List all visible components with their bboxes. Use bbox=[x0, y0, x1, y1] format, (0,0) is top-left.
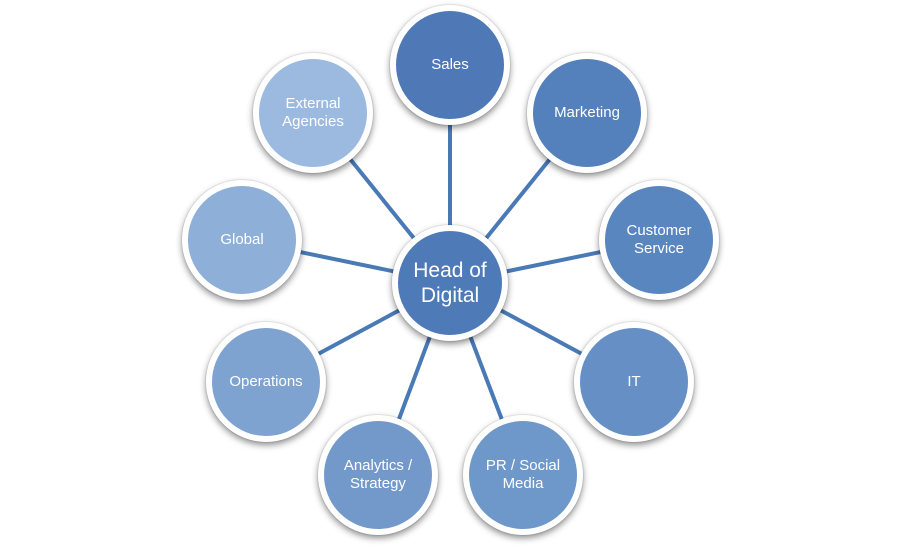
center-node-head-of-digital: Head of Digital bbox=[392, 225, 508, 341]
node-global-label: Global bbox=[220, 231, 264, 248]
node-it: IT bbox=[574, 322, 694, 442]
center-node-label: Head of Digital bbox=[413, 259, 487, 307]
node-external-agencies-label: External Agencies bbox=[282, 95, 344, 130]
node-customer-service-label: Customer Service bbox=[626, 222, 692, 257]
node-analytics-strategy: Analytics / Strategy bbox=[318, 415, 438, 535]
node-pr-social-media: PR / Social Media bbox=[463, 415, 583, 535]
node-global: Global bbox=[182, 180, 302, 300]
node-sales: Sales bbox=[390, 5, 510, 125]
node-customer-service: Customer Service bbox=[599, 180, 719, 300]
node-operations: Operations bbox=[206, 322, 326, 442]
node-external-agencies: External Agencies bbox=[253, 53, 373, 173]
node-sales-label: Sales bbox=[431, 56, 469, 73]
node-marketing-label: Marketing bbox=[554, 104, 620, 121]
node-analytics-strategy-label: Analytics / Strategy bbox=[343, 457, 413, 492]
node-it-label: IT bbox=[627, 373, 641, 390]
node-pr-social-media-label: PR / Social Media bbox=[485, 457, 561, 492]
node-operations-label: Operations bbox=[229, 373, 303, 390]
node-marketing: Marketing bbox=[527, 53, 647, 173]
